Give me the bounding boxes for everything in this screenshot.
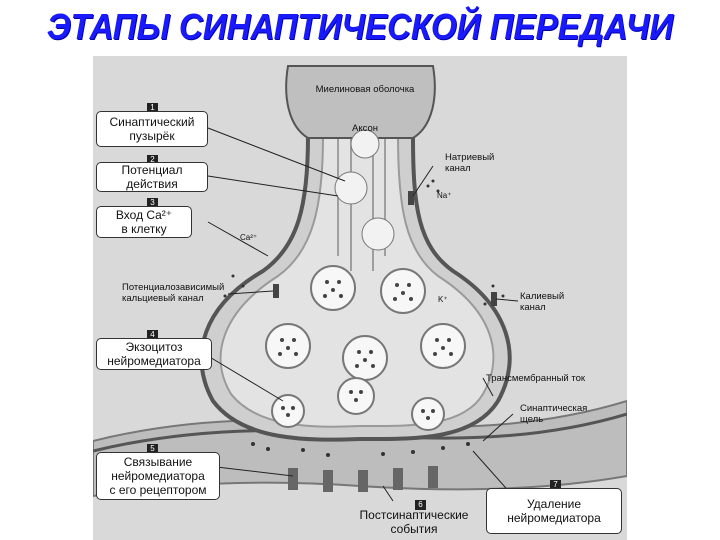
step-4-label: Экзоцитоз нейромедиатора <box>107 340 201 368</box>
transmembrane-current-label: Трансмембранный ток <box>486 373 586 384</box>
step-4-box: Экзоцитоз нейромедиатора <box>96 338 212 370</box>
step-1-number: 1 <box>147 103 158 113</box>
potassium-channel-label: Калиевый канал <box>520 291 565 313</box>
sodium-channel-marker <box>408 191 414 205</box>
step-3-number: 3 <box>147 198 158 208</box>
calcium-channel-label: Потенциалозависимый кальциевый канал <box>122 282 225 304</box>
potassium-ion-label: K⁺ <box>438 295 448 304</box>
receptors <box>288 466 438 492</box>
step-5-number: 5 <box>147 444 158 454</box>
step-2-number: 2 <box>147 155 158 165</box>
potassium-channel-marker <box>491 292 497 306</box>
axon-label: Аксон <box>352 123 378 134</box>
myelin-label: Миелиновая оболочка <box>315 84 415 95</box>
page-title: ЭТАПЫ СИНАПТИЧЕСКОЙ ПЕРЕДАЧИ <box>46 6 674 47</box>
step-5-box: Связывание нейромедиатора с его рецептор… <box>96 452 220 500</box>
calcium-channel-marker <box>273 284 279 298</box>
step-7-box: Удаление нейромедиатора <box>486 488 622 534</box>
step-7-number: 7 <box>550 480 561 490</box>
step-6-box: Постсинаптические события <box>352 506 476 538</box>
step-6-label: Постсинаптические события <box>359 508 469 536</box>
calcium-ion-label: Ca²⁺ <box>240 233 258 242</box>
synapse-illustration <box>93 65 627 502</box>
sodium-ion-label: Na⁺ <box>437 191 452 200</box>
step-3-label: Вход Ca²⁺ в клетку <box>115 208 173 236</box>
synaptic-cleft-label: Синаптическая щель <box>520 403 588 425</box>
step-2-label: Потенциал действия <box>121 163 183 191</box>
sodium-channel-label: Натриевый канал <box>445 152 495 174</box>
step-1-box: Синаптический пузырёк <box>96 111 208 147</box>
step-4-number: 4 <box>147 330 158 340</box>
step-7-label: Удаление нейромедиатора <box>507 497 601 525</box>
myelin-sheath <box>285 65 436 139</box>
step-2-box: Потенциал действия <box>96 162 208 192</box>
step-3-box: Вход Ca²⁺ в клетку <box>96 206 192 238</box>
step-1-label: Синаптический пузырёк <box>109 115 195 143</box>
step-6-number: 6 <box>415 500 426 510</box>
step-5-label: Связывание нейромедиатора с его рецептор… <box>109 455 207 497</box>
